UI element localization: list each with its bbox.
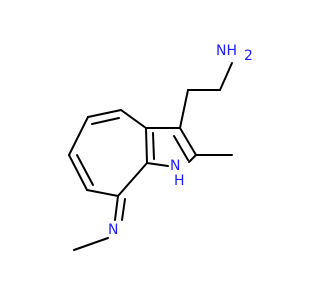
bond-c4-c5-double xyxy=(91,117,120,125)
bond-c5-c6 xyxy=(68,116,89,156)
bond-c8-n-imine xyxy=(114,195,119,221)
bond-c2-n1 xyxy=(188,154,197,163)
bond-c8-c8a xyxy=(117,162,148,197)
imine-nitrogen-label: N xyxy=(108,222,118,238)
bond-c4-c5 xyxy=(87,109,122,118)
bond-c3a-c4 xyxy=(120,109,147,129)
structure-canvas: NH 2 N H N xyxy=(68,43,253,251)
ring-nitrogen-hydrogen: H xyxy=(174,173,185,189)
bond-c6-c7 xyxy=(68,154,88,191)
bond-c8-n-imine-double xyxy=(121,198,126,221)
bond-c8a-c3a-double xyxy=(152,132,155,160)
amine-subscript: 2 xyxy=(244,48,253,64)
bond-n-methyl xyxy=(73,237,109,251)
pyrrole-ring xyxy=(145,127,197,167)
bond-c6-c7-double xyxy=(76,154,94,186)
bond-c3-ch2 xyxy=(179,89,189,129)
bond-n1-c8a xyxy=(146,162,169,167)
molecule-drawing: NH 2 N H N xyxy=(68,43,253,251)
bond-ch2-n xyxy=(219,62,233,91)
ethylamine-chain xyxy=(179,62,233,129)
imine-group xyxy=(73,195,126,251)
amine-label: NH xyxy=(216,43,237,59)
ring-nitrogen-label: N xyxy=(170,158,180,174)
cycloheptatriene-ring xyxy=(68,109,148,197)
bond-c8a-c3a xyxy=(145,127,148,164)
bond-c7-c8 xyxy=(86,189,119,197)
bond-c3-c2 xyxy=(179,127,197,156)
bond-c3-c2-double xyxy=(173,135,189,161)
